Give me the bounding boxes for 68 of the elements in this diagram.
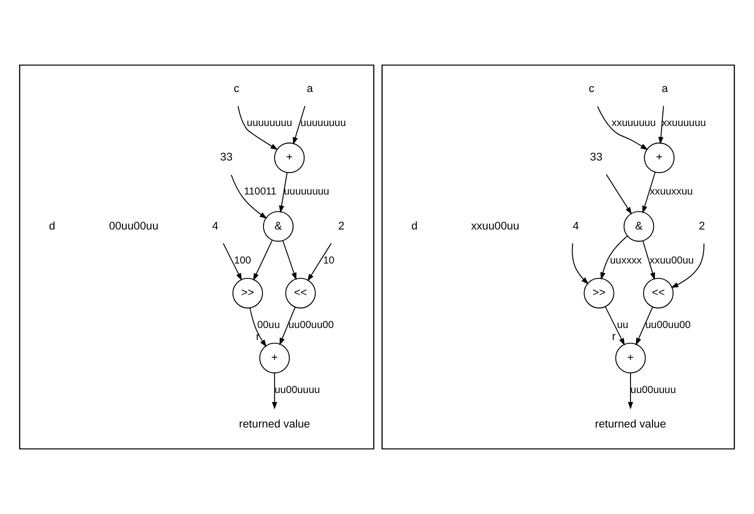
node-text: c [234,83,240,96]
edge-label: uu00uuuu [630,385,676,396]
node-circle: & [262,211,294,242]
node-circle: + [615,342,646,374]
label: d [411,220,418,232]
edge-label: uu [616,320,628,332]
edge-label: uu00uuuu [274,385,320,396]
edge-label: uuuuuuuu [300,118,346,130]
arrow [279,306,296,346]
edge-label: 110011 [244,186,276,198]
node-text: a [306,83,313,96]
edge-label: 100 [234,255,252,266]
arrow [249,307,267,348]
node-text: 33 [590,152,602,164]
node-circle: << [285,278,316,308]
node-label: r [612,331,616,344]
edge-label: xxuuxxuu [650,186,693,198]
arrow [222,242,242,281]
arrow [282,240,296,280]
node-circle: + [259,342,290,374]
edge-label: xxuuuuuu [612,118,656,130]
label: d [49,220,56,232]
edge-label: uuxxxx [610,255,642,266]
arrow [253,240,273,281]
node-text: 33 [220,152,233,164]
node-text: c [588,83,594,96]
node-text: 2 [698,220,705,232]
edge-label: uuuuuuuu [246,118,292,130]
arrow [597,106,648,150]
edge-label: xxuu00uu [650,255,694,266]
cluster [19,64,374,450]
arrow [604,306,625,346]
edge-label: uuuuuuuu [284,186,330,198]
node-text: 4 [212,220,218,232]
arrow [642,240,656,280]
node-circle: >> [232,278,263,308]
edge-label: uu00uu00 [288,320,334,332]
node-text: a [662,83,668,96]
node-circle: << [643,278,674,308]
arrow [670,243,704,288]
edge-label: 10 [323,255,334,266]
arrow [230,174,268,219]
node-text: 2 [338,220,344,232]
node-label: r [256,331,260,344]
arrow [658,106,664,144]
arrow [636,306,654,346]
arrow [307,242,332,282]
arrow [628,372,634,410]
cluster [382,64,735,450]
arrow [642,172,656,214]
arrow [606,174,632,215]
arrow [279,172,288,214]
node-circle: & [624,211,654,242]
node-circle: + [274,142,305,174]
node-circle: >> [584,278,614,308]
arrow [272,372,278,410]
arrow [292,106,306,145]
label: xxuu00uu [471,220,520,232]
label: 00uu00uu [108,220,158,232]
edge-label: uu00uu00 [645,320,691,332]
edge-label: 00uu [257,320,280,332]
arrow [600,236,628,280]
node-text: returned value [239,418,310,431]
node-text: returned value [595,418,666,431]
arrow [238,106,278,150]
node-text: 4 [572,220,579,232]
node-circle: + [644,142,675,174]
arrow [572,242,589,284]
